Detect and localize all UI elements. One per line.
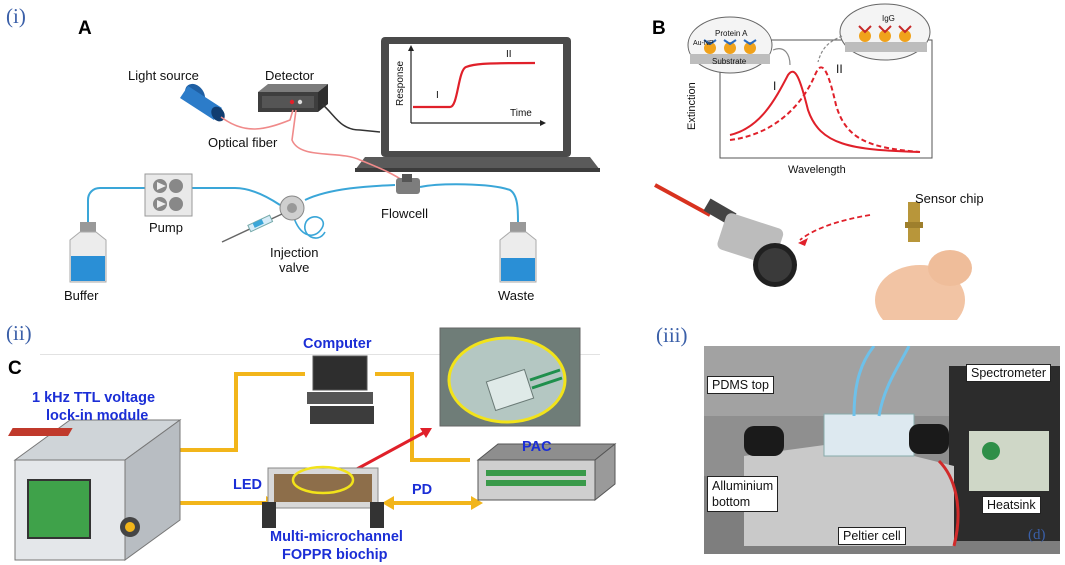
label-optical-fiber: Optical fiber (208, 135, 278, 150)
label-sub-d: (d) (1028, 527, 1046, 543)
pac-device-icon (476, 442, 617, 502)
label-au-np: Au-NP (693, 40, 714, 47)
label-waste: Waste (498, 288, 535, 303)
plot-ylabel-response: Response (395, 60, 407, 107)
sensor-holder-photo (654, 183, 797, 287)
biochip-icon (262, 465, 384, 528)
protein-a-bubble (687, 16, 773, 74)
section-label-i: (i) (6, 4, 26, 28)
syringe-icon (221, 213, 283, 243)
label-alluminium-bottom: Alluminium bottom (707, 476, 779, 512)
panel-letter-a: A (78, 18, 92, 39)
waste-bottle-icon (499, 222, 537, 283)
label-spectrometer: Spectrometer (966, 364, 1052, 382)
label-flowcell: Flowcell (381, 206, 428, 221)
panel-c-diagram (8, 327, 617, 561)
label-protein-a: Protein A (715, 29, 748, 38)
plot-xlabel-time: Time (510, 108, 532, 119)
light-source-icon (180, 83, 225, 122)
injection-valve-icon (279, 195, 305, 221)
biochip-inset-photo (439, 327, 581, 427)
flowcell-icon (396, 174, 420, 194)
label-computer: Computer (303, 336, 372, 352)
label-led: LED (233, 477, 262, 493)
label-pump: Pump (149, 220, 183, 235)
lockin-module-icon (8, 419, 182, 561)
igg-bubble (839, 3, 931, 61)
panel-b-diagram (654, 3, 972, 320)
label-igg: IgG (882, 14, 895, 23)
detector-icon (258, 84, 328, 112)
section-label-ii: (ii) (6, 321, 32, 345)
plot-phase-2: II (506, 49, 512, 60)
b-peak-1: I (773, 79, 777, 93)
sensor-chip-photo (875, 202, 972, 320)
label-light-source: Light source (128, 68, 199, 83)
label-substrate: Substrate (712, 57, 747, 66)
section-label-iii: (iii) (656, 323, 688, 347)
panel-a-diagram (69, 37, 600, 283)
b-ylabel-extinction: Extinction (686, 82, 698, 130)
computer-icon (307, 355, 374, 424)
label-pdms-top: PDMS top (707, 376, 774, 394)
label-injection-valve: Injection valve (270, 245, 319, 275)
plot-phase-1: I (436, 90, 439, 101)
section-divider (40, 354, 600, 355)
panel-letter-c: C (8, 358, 22, 379)
label-biochip-line2: FOPPR biochip (282, 547, 388, 563)
laptop-icon (355, 37, 600, 172)
b-xlabel-wavelength: Wavelength (788, 164, 846, 176)
label-buffer: Buffer (64, 288, 99, 303)
label-pac: PAC (522, 439, 552, 455)
buffer-bottle-icon (69, 222, 107, 283)
label-heatsink: Heatsink (982, 496, 1041, 514)
label-lockin-line1: 1 kHz TTL voltage (32, 390, 156, 406)
label-detector: Detector (265, 68, 315, 83)
label-peltier-cell: Peltier cell (838, 527, 906, 545)
label-lockin-line2: lock-in module (46, 408, 149, 424)
pump-icon (144, 173, 193, 217)
response-plot (408, 45, 546, 126)
label-biochip-line1: Multi-microchannel (270, 529, 403, 545)
b-peak-2: II (836, 62, 843, 76)
label-pd: PD (412, 482, 433, 498)
label-sensor-chip: Sensor chip (915, 191, 984, 206)
panel-letter-b: B (652, 18, 666, 39)
